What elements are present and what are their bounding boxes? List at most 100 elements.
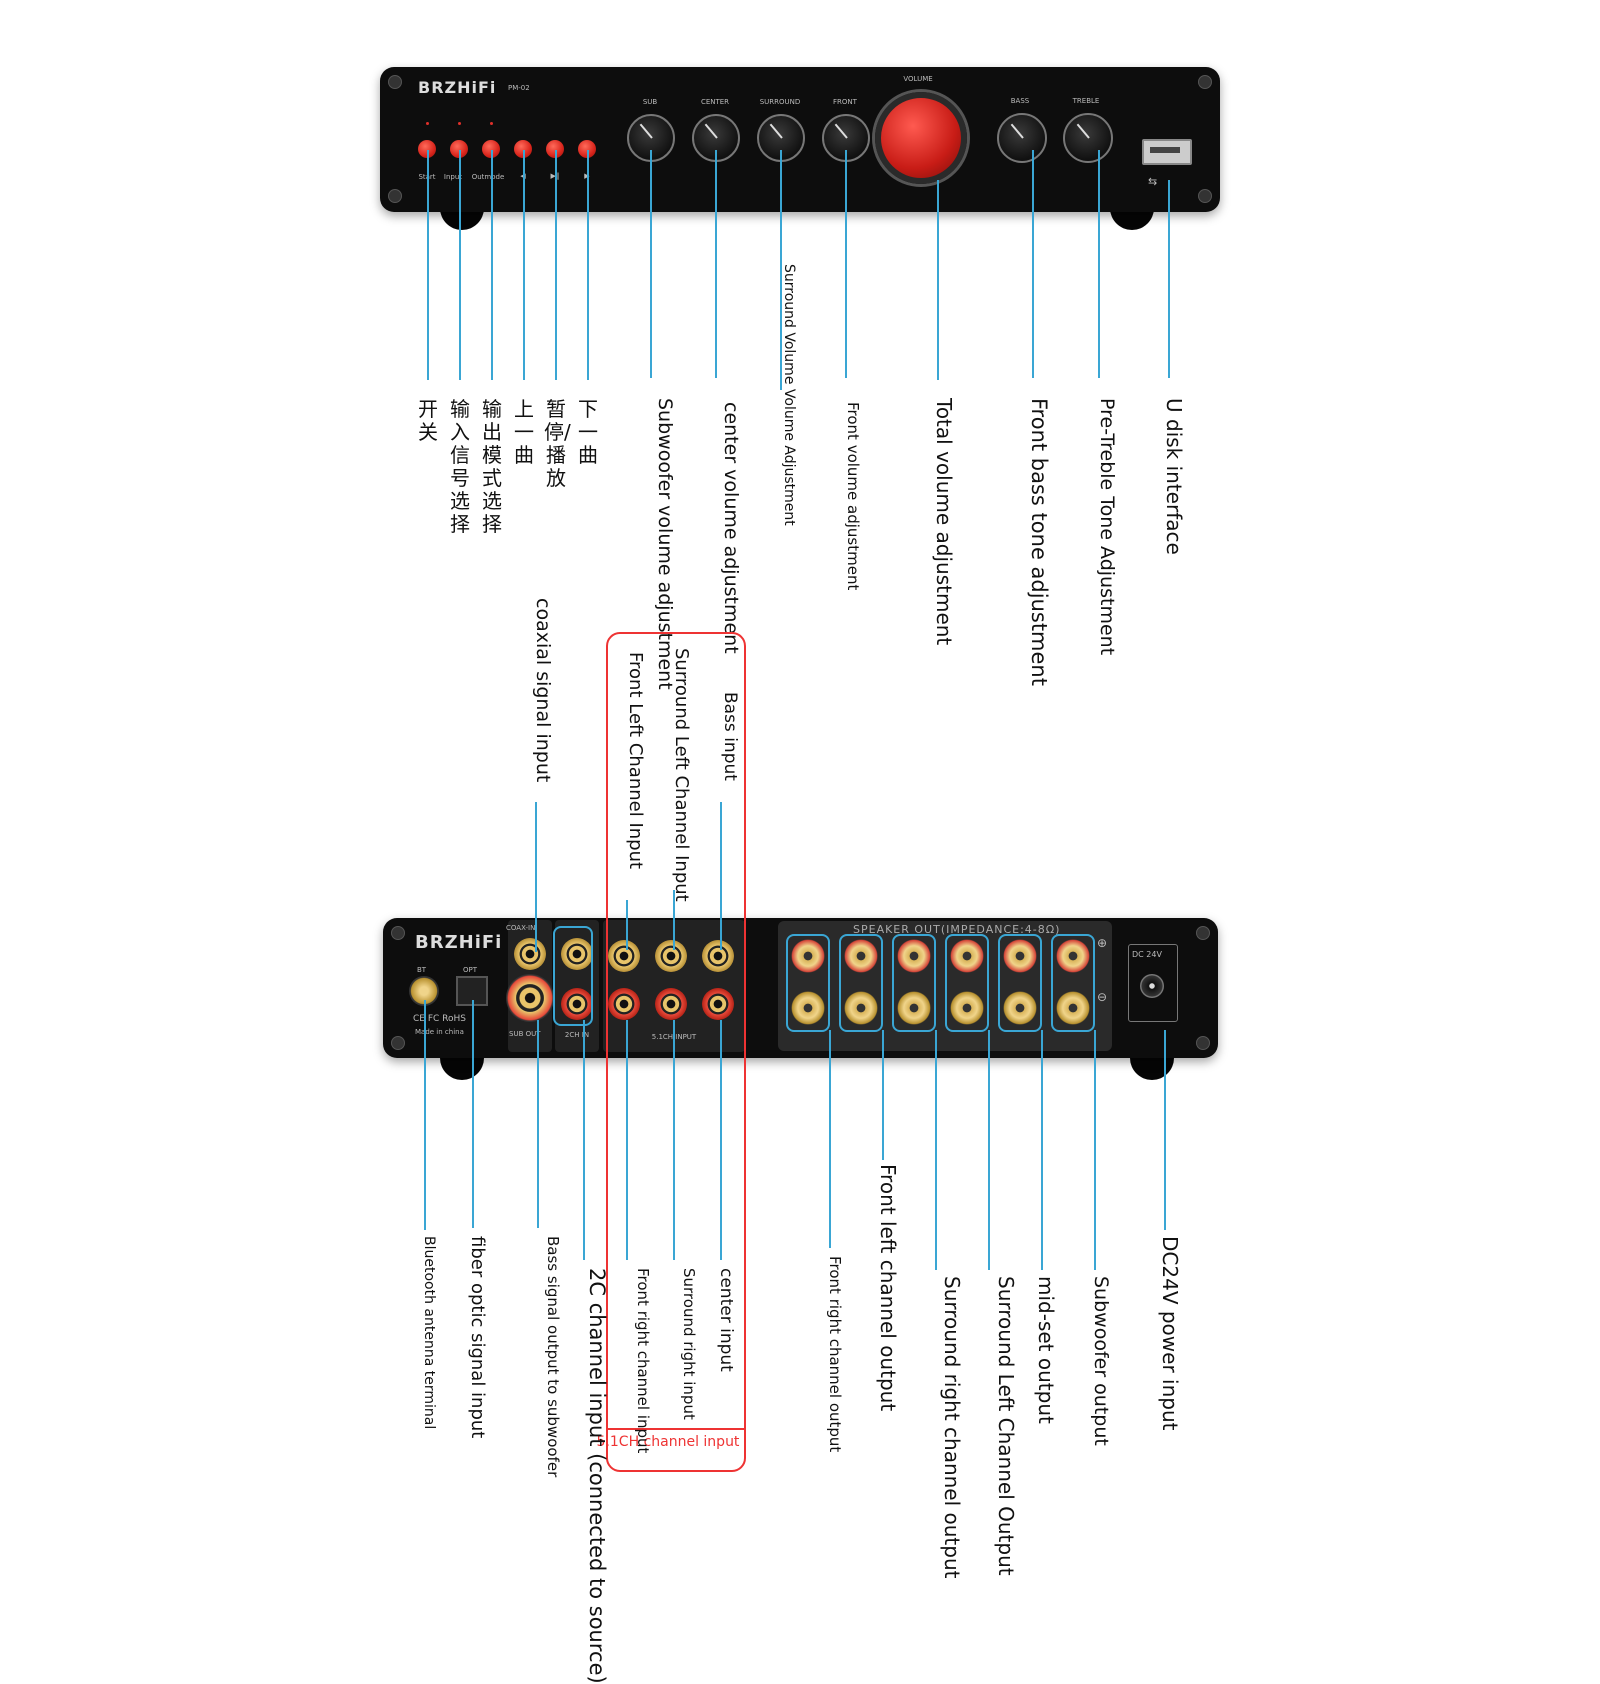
dc-power-jack[interactable]: [1140, 974, 1164, 998]
surround-volume-knob[interactable]: [757, 114, 805, 162]
coax-callout: coaxial signal input: [532, 598, 554, 783]
speaker-post[interactable]: [896, 938, 932, 974]
coax-in-jack[interactable]: [514, 938, 546, 970]
plus-icon: ⊕: [1097, 936, 1108, 950]
callout-line: [424, 1000, 426, 1230]
speaker-post[interactable]: [790, 990, 826, 1026]
five-one-highlight: [606, 632, 746, 1472]
made-in-label: Made in china: [415, 1028, 464, 1036]
speaker-post[interactable]: [949, 990, 985, 1026]
front-model: PM-02: [508, 84, 530, 92]
front-right-out-callout: Front right channel output: [826, 1256, 844, 1453]
speaker-highlight: [1051, 934, 1095, 1032]
surround-left-in-jack[interactable]: [655, 940, 687, 972]
two-ch-right-jack[interactable]: [561, 988, 593, 1020]
two-ch-left-jack[interactable]: [561, 938, 593, 970]
output-mode-callout: 输出模式选择: [482, 397, 502, 536]
surround-volume-callout: Surround Volume Volume Adjustment: [781, 264, 797, 526]
callout-line: [650, 150, 652, 378]
surround-left-in-callout: Surround Left Channel Input: [671, 648, 692, 902]
center-in-callout: center input: [716, 1268, 736, 1372]
usb-icon: ⇆: [1148, 175, 1158, 188]
callout-line: [1032, 150, 1034, 378]
front-left-in-jack[interactable]: [608, 940, 640, 972]
prev-callout: 上一曲: [514, 397, 534, 467]
sub-knob-label: SUB: [642, 98, 658, 106]
front-left-out-callout: Front left channel output: [876, 1164, 900, 1412]
callout-line: [882, 1030, 884, 1160]
callout-line: [829, 1030, 831, 1248]
screw: [1198, 75, 1212, 89]
front-right-in-jack[interactable]: [608, 988, 640, 1020]
surround-right-out-callout: Surround right channel output: [940, 1276, 964, 1579]
screw: [391, 926, 405, 940]
speaker-post[interactable]: [896, 990, 932, 1026]
speaker-post[interactable]: [843, 990, 879, 1026]
outmode-label: Outmode: [471, 173, 505, 181]
speaker-post[interactable]: [949, 938, 985, 974]
sub-out-jack[interactable]: [506, 974, 554, 1022]
bass-knob-label: BASS: [1010, 97, 1030, 105]
bass-in-jack[interactable]: [702, 940, 734, 972]
center-volume-callout: center volume adjustment: [720, 402, 742, 654]
callout-line: [523, 150, 525, 380]
treble-tone-callout: Pre-Treble Tone Adjustment: [1096, 398, 1118, 656]
speaker-highlight: [945, 934, 989, 1032]
speaker-post[interactable]: [1055, 938, 1091, 974]
speaker-post[interactable]: [1002, 938, 1038, 974]
speaker-post[interactable]: [1055, 990, 1091, 1026]
surround-right-in-jack[interactable]: [655, 988, 687, 1020]
callout-line: [555, 150, 557, 380]
five-one-caption: 5.1CH channel input: [596, 1434, 740, 1450]
bass-knob[interactable]: [997, 113, 1047, 163]
callout-line: [1094, 1030, 1096, 1270]
callout-line: [673, 890, 675, 950]
bass-tone-callout: Front bass tone adjustment: [1027, 398, 1051, 686]
sub-out-label: SUB OUT: [509, 1030, 541, 1038]
speaker-post[interactable]: [1002, 990, 1038, 1026]
callout-line: [427, 150, 429, 380]
outmode-button[interactable]: [482, 140, 500, 158]
callout-line: [673, 1020, 675, 1260]
front-left-in-callout: Front Left Channel Input: [625, 652, 646, 870]
center-in-jack[interactable]: [702, 988, 734, 1020]
screw: [1198, 189, 1212, 203]
surround-right-in-callout: Surround right input: [680, 1268, 698, 1420]
two-ch-callout: 2C channel input (connected to source): [585, 1268, 609, 1684]
callout-line: [845, 150, 847, 378]
speaker-highlight: [786, 934, 830, 1032]
callout-line: [459, 150, 461, 380]
bass-out-callout: Bass signal output to subwoofer: [544, 1236, 562, 1478]
callout-line: [720, 1020, 722, 1260]
callout-line: [780, 150, 782, 390]
callout-line: [1041, 1030, 1043, 1270]
start-button[interactable]: [418, 140, 436, 158]
speaker-post[interactable]: [790, 938, 826, 974]
usb-callout: U disk interface: [1162, 398, 1186, 555]
input-select-callout: 输入信号选择: [450, 397, 470, 536]
callout-line: [537, 1020, 539, 1228]
treble-knob-label: TREBLE: [1072, 97, 1100, 105]
rear-brand-logo: BRZHiFi: [415, 932, 503, 953]
power-led: [426, 122, 429, 125]
front-panel: BRZHiFi PM-02 Start Input Outmode ◀ ▶‖ ▶…: [380, 67, 1220, 212]
opt-label: OPT: [463, 966, 478, 974]
speaker-post[interactable]: [843, 938, 879, 974]
two-ch-label: 2CH IN: [564, 1031, 590, 1039]
treble-knob[interactable]: [1063, 113, 1113, 163]
screw: [388, 189, 402, 203]
next-button[interactable]: [578, 140, 596, 158]
prev-label: ◀: [514, 172, 532, 180]
sub-volume-callout: Subwoofer volume adjustment: [654, 398, 676, 690]
play-label: ▶‖: [543, 172, 567, 180]
usb-port[interactable]: [1142, 139, 1192, 165]
callout-line: [1164, 1030, 1166, 1230]
speaker-out-label: SPEAKER OUT(IMPEDANCE:4-8Ω): [853, 923, 1061, 936]
master-volume-knob[interactable]: [875, 92, 967, 184]
input-button[interactable]: [450, 140, 468, 158]
front-brand-logo: BRZHiFi: [418, 78, 497, 97]
play-pause-button[interactable]: [546, 140, 564, 158]
coax-label: COAX-IN: [506, 924, 536, 932]
prev-button[interactable]: [514, 140, 532, 158]
callout-line: [583, 1020, 585, 1260]
